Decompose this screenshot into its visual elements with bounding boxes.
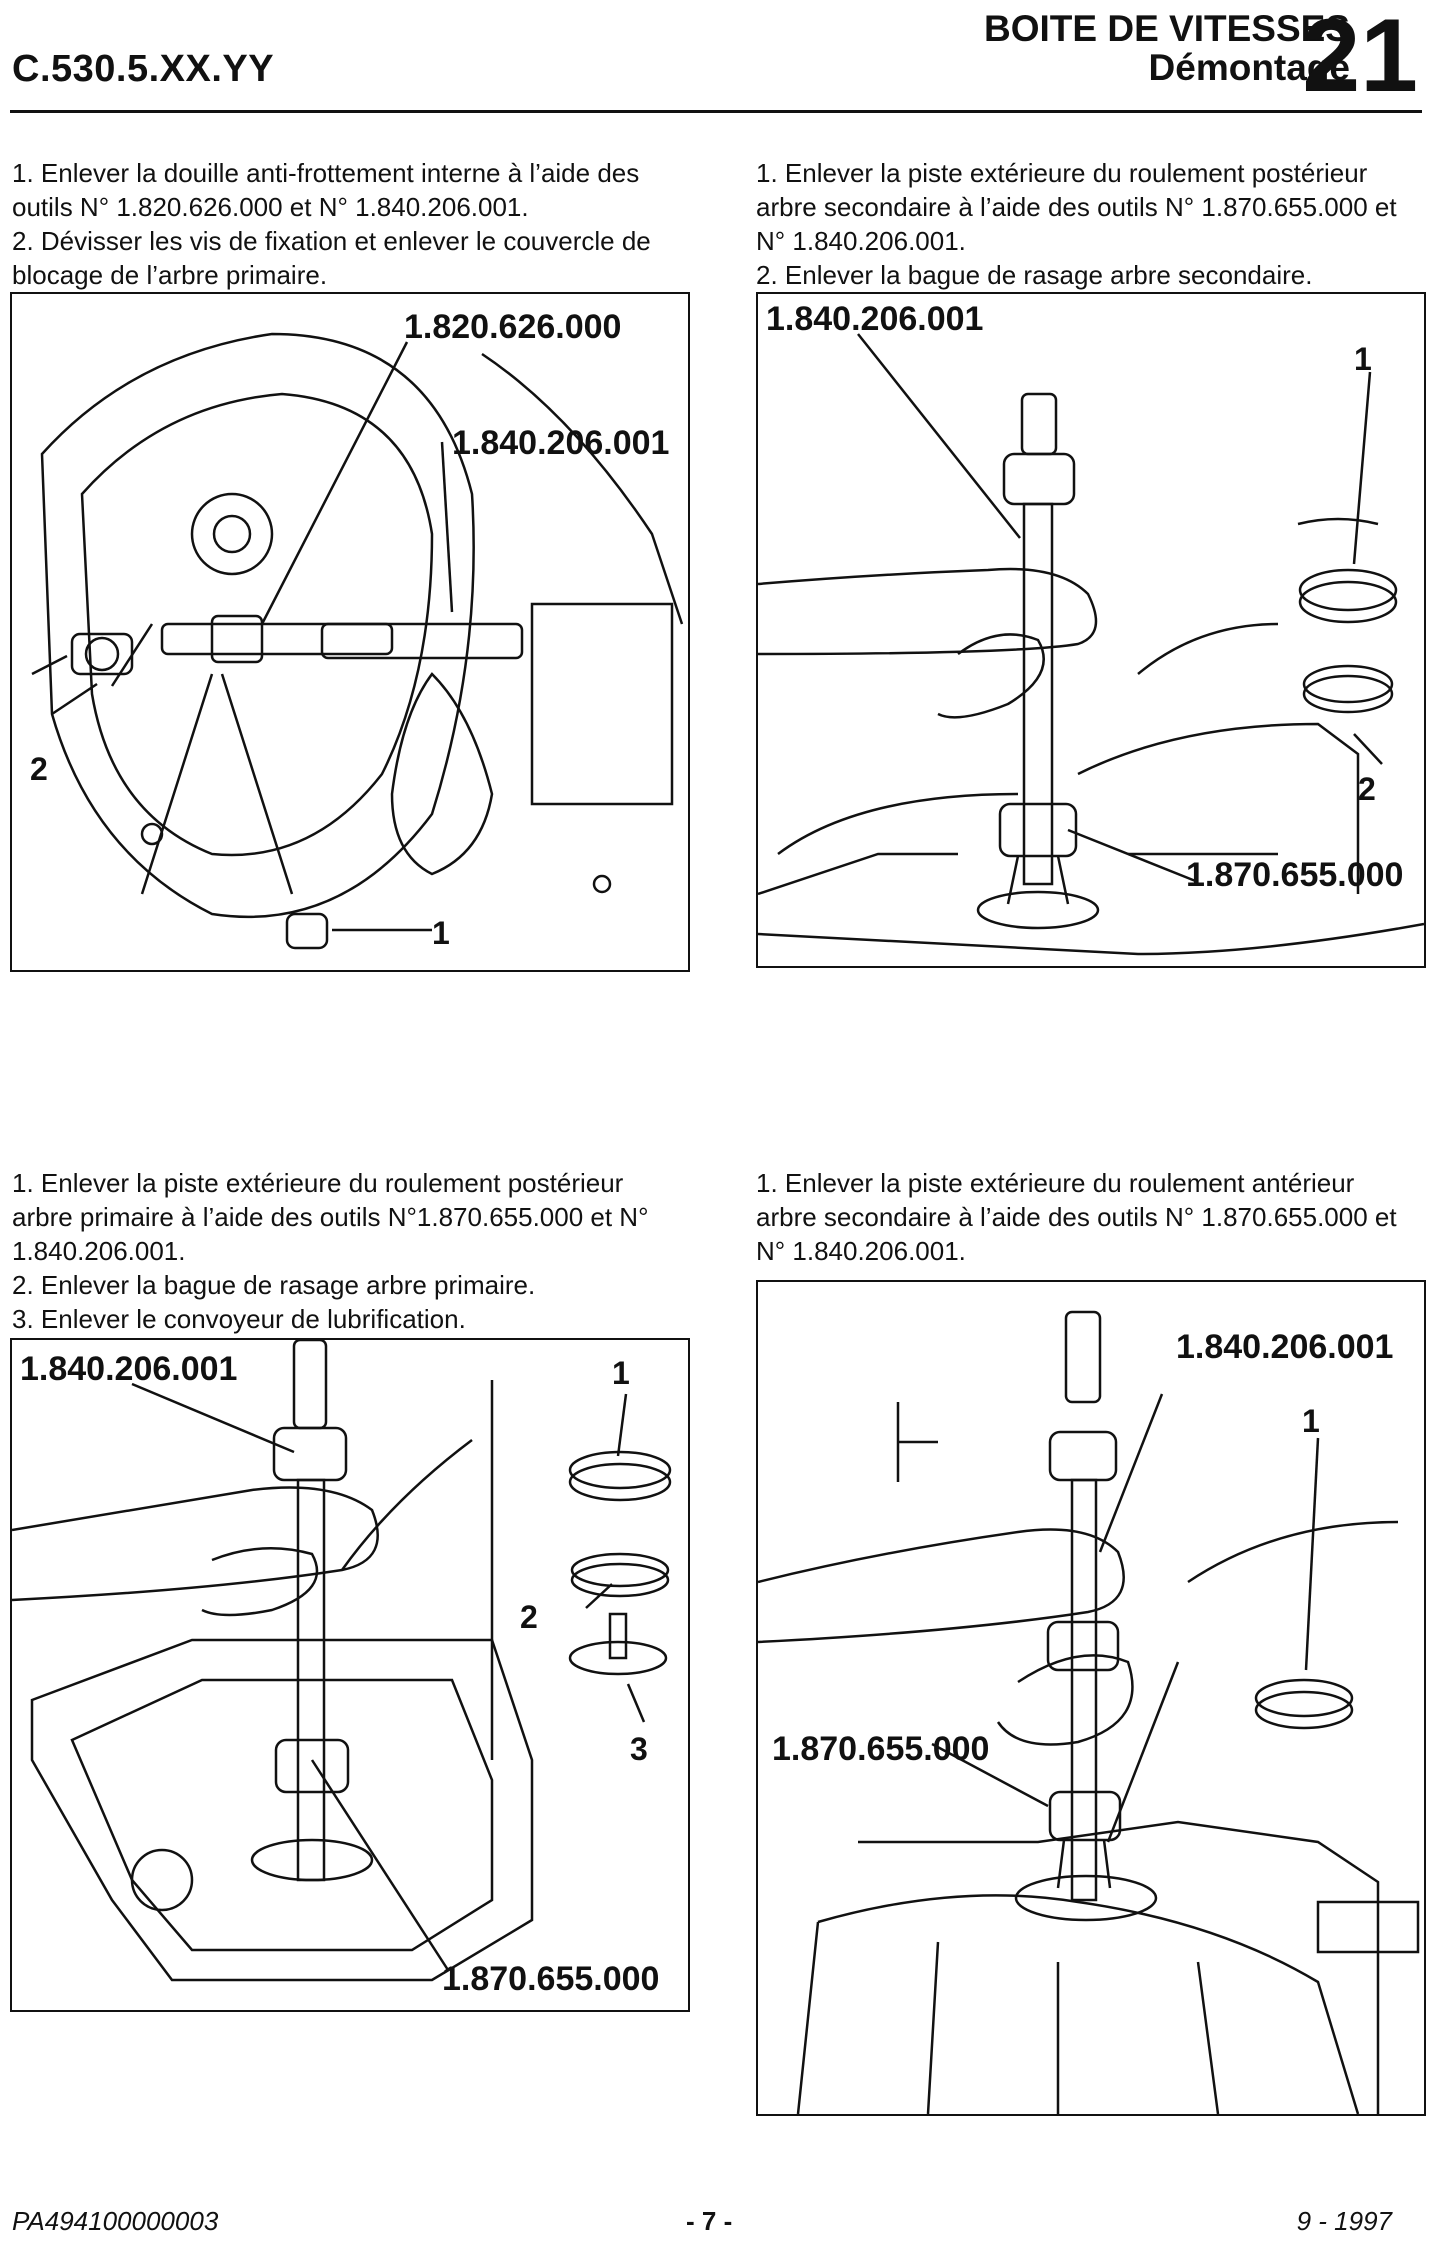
chapter-title-line2: Démontage [1148,46,1350,88]
panel2-illustration: 1.840.206.001 1 2 1.870.655.000 [758,300,1424,956]
panel3-callout-tool-a: 1.840.206.001 [20,1350,237,1388]
panel3-step3: 3. Enlever le convoyeur de lubrification… [12,1304,466,1334]
panel3-step2: 2. Enlever la bague de rasage arbre prim… [12,1270,536,1300]
header-divider [10,110,1422,113]
panel4-figure: 1.840.206.001 1 1.870.655.000 [756,1280,1426,2116]
panel3-callout-tool-b: 1.870.655.000 [442,1960,659,1998]
section-number: 21 [1302,0,1418,114]
panel2-callout-1: 1 [1354,341,1372,377]
panel4-callout-tool-b: 1.870.655.000 [772,1730,989,1768]
panel3-callout-2: 2 [520,1599,538,1635]
document-code: C.530.5.XX.YY [12,48,275,90]
panel4-step1: 1. Enlever la piste extérieure du roulem… [756,1168,1397,1266]
footer-date: 9 - 1997 [1296,2206,1392,2236]
panel3-callout-1: 1 [612,1355,630,1391]
panel2-callout-tool-b: 1.870.655.000 [1186,856,1403,894]
footer-doc-id: PA494100000003 [12,2206,219,2236]
panel4-illustration: 1.840.206.001 1 1.870.655.000 [758,1310,1420,2114]
panel1-callout-tool-b: 1.840.206.001 [452,424,669,462]
panel2-figure: 1.840.206.001 1 2 1.870.655.000 [756,292,1426,968]
chapter-title-line1: BOITE DE VITESSES [984,8,1350,49]
panel1-illustration: 1.820.626.000 1.840.206.001 2 1 [30,308,684,951]
panel1-step1: 1. Enlever la douille anti-frottement in… [12,158,640,222]
panel2-step1: 1. Enlever la piste extérieure du roulem… [756,158,1397,256]
panel2-instructions: 1. Enlever la piste extérieure du roulem… [756,156,1422,292]
panel3-callout-3: 3 [630,1731,648,1767]
panel3-instructions: 1. Enlever la piste extérieure du roulem… [12,1166,690,1336]
panel3-step1: 1. Enlever la piste extérieure du roulem… [12,1168,649,1266]
panel1-callout-tool-a: 1.820.626.000 [404,308,621,346]
footer-page-number: - 7 - [686,2206,733,2236]
panel2-step2: 2. Enlever la bague de rasage arbre seco… [756,260,1313,290]
panel1-callout-2: 2 [30,751,48,787]
panel1-callout-1: 1 [432,915,450,951]
panel1-figure: 1.820.626.000 1.840.206.001 2 1 [10,292,690,972]
panel4-callout-tool-a: 1.840.206.001 [1176,1328,1393,1366]
panel4-callout-1: 1 [1302,1403,1320,1439]
panel2-callout-tool-a: 1.840.206.001 [766,300,983,338]
panel3-illustration: 1.840.206.001 1 2 3 1.870.655.000 [12,1340,672,1998]
panel1-instructions: 1. Enlever la douille anti-frottement in… [12,156,690,292]
panel3-figure: 1.840.206.001 1 2 3 1.870.655.000 [10,1338,690,2012]
panel4-instructions: 1. Enlever la piste extérieure du roulem… [756,1166,1422,1268]
panel1-step2: 2. Dévisser les vis de fixation et enlev… [12,226,651,290]
panel2-callout-2: 2 [1358,771,1376,807]
chapter-title: BOITE DE VITESSES Démontage [984,8,1350,88]
